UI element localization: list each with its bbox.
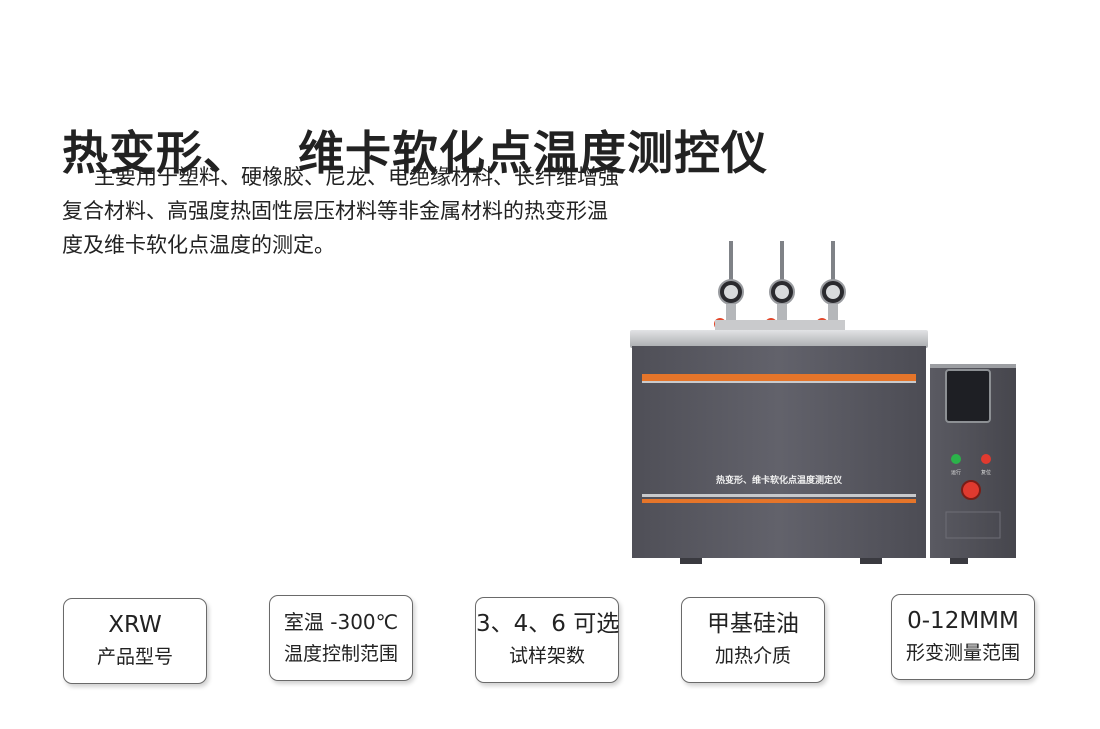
spec-card-heating-medium: 甲基硅油 加热介质 [681,597,825,683]
description-line: 复合材料、高强度热固性层压材料等非金属材料的热变形温 [62,199,608,223]
spec-card-specimen-racks: 3、4、6 可选 试样架数 [475,597,619,683]
spec-card-temperature-range: 室温 -300℃ 温度控制范围 [269,595,413,681]
spec-label: 加热介质 [714,645,791,667]
description-line: 主要用于塑料、硬橡胶、尼龙、电绝缘材料、长纤维增强 [94,165,619,189]
reset-button-label: 复位 [981,469,991,476]
spec-value: 室温 -300℃ [283,610,399,634]
machine-illustration: 热变形、维卡软化点温度测定仪 运行 复位 [630,241,1016,564]
machine-lid [630,330,928,348]
title-part-2: 维卡软化点温度测控仪 [298,125,768,180]
spec-label: 产品型号 [96,646,173,668]
spec-card-deformation-range: 0-12MMM 形变测量范围 [891,594,1035,680]
description-line: 度及维卡软化点温度的测定。 [62,233,335,257]
spec-value: 3、4、6 可选 [476,611,620,637]
spec-value: 0-12MMM [907,608,1019,634]
spec-label: 温度控制范围 [283,643,398,665]
machine-panel-text: 热变形、维卡软化点温度测定仪 [716,474,843,486]
spec-card-model: XRW 产品型号 [63,598,207,684]
run-button [951,454,961,464]
emergency-stop-button [961,480,981,500]
title-part-1: 热变形、 [62,125,250,180]
dial-gauge-middle [765,241,795,330]
product-description: 主要用于塑料、硬橡胶、尼龙、电绝缘材料、长纤维增强 复合材料、高强度热固性层压材… [62,160,722,262]
dial-gauge-right [816,241,846,330]
reset-button [981,454,991,464]
page-title: 热变形、维卡软化点温度测控仪 [62,117,768,183]
display-screen [945,369,991,423]
spec-label: 形变测量范围 [905,642,1020,664]
spec-value: XRW [108,612,162,638]
dial-gauge-left [714,241,744,330]
spec-value: 甲基硅油 [707,611,799,637]
run-button-label: 运行 [951,469,961,476]
spec-label: 试样架数 [508,645,585,667]
